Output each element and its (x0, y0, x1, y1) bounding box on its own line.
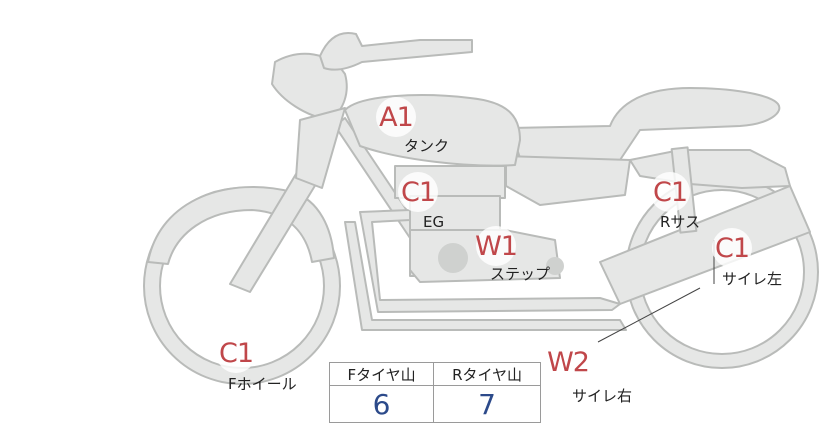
fork-upper (295, 107, 346, 189)
exhaust-pipe-lower (344, 221, 627, 331)
grade-marker-rear-suspension: C1 (650, 172, 690, 212)
grade-marker-muffler-right: W2 (547, 342, 590, 382)
part-label-tank: タンク (404, 137, 450, 155)
part-label-engine: EG (423, 213, 445, 231)
grade-marker-front-wheel: C1 (216, 333, 256, 373)
leader-line-muffler-right (597, 287, 701, 343)
tire-tread-table: Fタイヤ山 Rタイヤ山 6 7 (328, 362, 541, 423)
exhaust-pipe-upper (359, 209, 621, 313)
grade-marker-muffler-left: C1 (712, 228, 752, 268)
handlebar (319, 32, 473, 71)
headlight (271, 52, 348, 121)
part-label-muffler-right: サイレ右 (572, 387, 633, 405)
part-label-front-wheel: Fホイール (228, 375, 297, 393)
front-tire-tread-value: 6 (328, 385, 435, 423)
seat (509, 87, 781, 161)
side-cover (505, 155, 631, 206)
grade-marker-step: W1 (475, 226, 518, 266)
part-label-muffler-left: サイレ左 (722, 270, 783, 288)
front-tire-tread-header: Fタイヤ山 (328, 362, 435, 386)
rear-tire-tread-header: Rタイヤ山 (433, 362, 541, 386)
step-peg-left (438, 243, 468, 273)
grade-marker-tank: A1 (376, 97, 416, 137)
step-peg-right (546, 257, 564, 275)
rear-tire-tread-value: 7 (433, 385, 541, 423)
part-label-step: ステップ (490, 265, 551, 283)
part-label-rear-suspension: Rサス (660, 213, 701, 231)
grade-marker-engine: C1 (398, 172, 438, 212)
muffler (599, 185, 811, 305)
